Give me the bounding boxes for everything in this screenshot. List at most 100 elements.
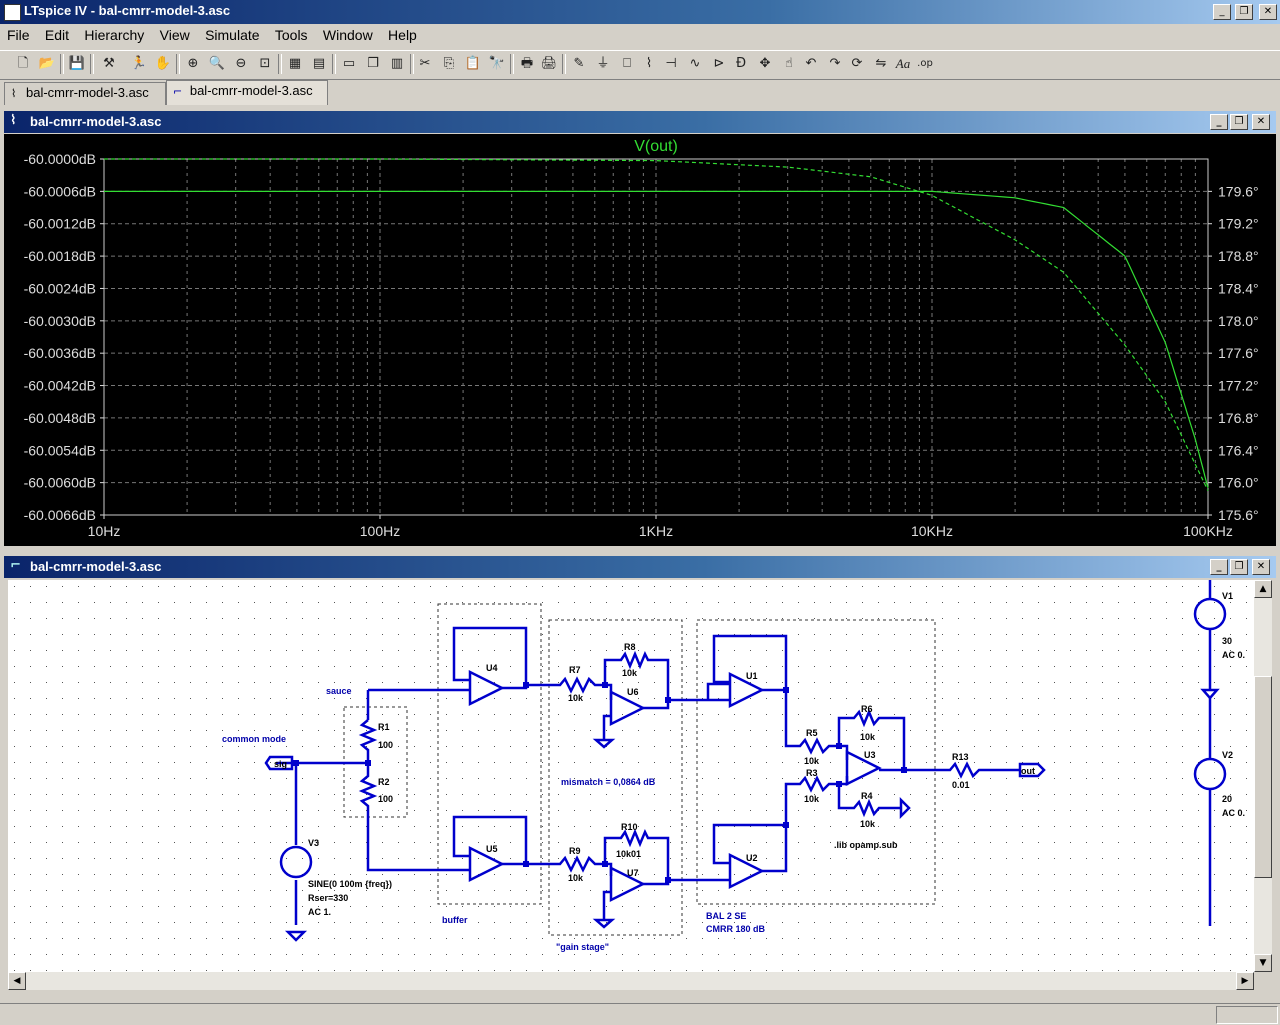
value-r3: 10k bbox=[804, 794, 820, 804]
schematic-horizontal-scrollbar[interactable]: ◀ ▶ bbox=[8, 972, 1254, 990]
wire-icon[interactable]: ✎ bbox=[573, 56, 585, 71]
schematic-restore-button[interactable]: ❐ bbox=[1230, 559, 1248, 575]
menu-file[interactable]: File bbox=[7, 27, 30, 43]
waveform-icon: ⌇ bbox=[10, 113, 17, 128]
drag-icon[interactable]: ☝ bbox=[785, 56, 793, 71]
scroll-right-button[interactable]: ▶ bbox=[1236, 972, 1254, 990]
schematic-icon: ⌐ bbox=[173, 85, 183, 98]
menu-edit[interactable]: Edit bbox=[44, 27, 70, 43]
tab-schematic[interactable]: ⌐ bal-cmrr-model-3.asc bbox=[166, 80, 328, 105]
plot-close-button[interactable]: ✕ bbox=[1252, 114, 1270, 130]
y-right-tick-label: 176.8° bbox=[1218, 410, 1259, 426]
zoom-in-icon[interactable]: ⊕ bbox=[187, 56, 199, 71]
schematic-vertical-scrollbar[interactable]: ▲ ▼ bbox=[1254, 580, 1272, 972]
status-panel bbox=[1216, 1006, 1278, 1024]
refdes-r5: R5 bbox=[806, 728, 818, 738]
inductor-icon[interactable]: ∿ bbox=[689, 56, 701, 71]
zoom-out-icon[interactable]: ⊖ bbox=[235, 56, 247, 71]
value-r5: 10k bbox=[804, 756, 820, 766]
move-icon[interactable]: ✥ bbox=[759, 56, 771, 71]
status-bar bbox=[0, 1003, 1280, 1025]
rotate-icon[interactable]: ⟳ bbox=[851, 56, 863, 71]
paste-icon[interactable]: 📋 bbox=[464, 56, 482, 71]
text-icon[interactable]: Aa bbox=[895, 56, 911, 71]
save-icon[interactable]: 💾 bbox=[68, 56, 86, 71]
plot-minimize-button[interactable]: _ bbox=[1210, 114, 1228, 130]
control-panel-icon[interactable]: ⚒ bbox=[103, 56, 115, 71]
tile-vertical-icon[interactable]: ▥ bbox=[390, 56, 404, 71]
schematic-window-title: bal-cmrr-model-3.asc bbox=[30, 559, 162, 574]
value-r4: 10k bbox=[860, 819, 876, 829]
zoom-fit-icon[interactable]: ⊡ bbox=[259, 56, 271, 71]
menu-bar: File Edit Hierarchy View Simulate Tools … bbox=[0, 24, 1280, 46]
diode-icon[interactable]: ⊳ bbox=[713, 56, 725, 71]
tile-horizontal-icon[interactable]: ▭ bbox=[342, 56, 356, 71]
cascade-icon[interactable]: ❐ bbox=[367, 56, 379, 71]
label-gain-stage: "gain stage" bbox=[556, 942, 609, 952]
grid-icon[interactable]: ▤ bbox=[312, 56, 326, 71]
window-title: LTspice IV - bal-cmrr-model-3.asc bbox=[24, 3, 231, 18]
autorange-icon[interactable]: ▦ bbox=[288, 56, 302, 71]
y-left-tick-label: -60.0054dB bbox=[24, 442, 96, 458]
label-net-icon[interactable]: ⎕ bbox=[623, 56, 631, 71]
menu-hierarchy[interactable]: Hierarchy bbox=[84, 27, 145, 43]
value-r13: 0.01 bbox=[952, 780, 970, 790]
scroll-up-button[interactable]: ▲ bbox=[1254, 580, 1272, 598]
scroll-down-button[interactable]: ▼ bbox=[1254, 954, 1272, 972]
port-out[interactable]: out bbox=[1021, 766, 1035, 776]
port-sig[interactable]: sig bbox=[274, 759, 287, 769]
refdes-u2: U2 bbox=[746, 853, 758, 863]
trace-label-vout: V(out) bbox=[634, 138, 678, 155]
mirror-icon[interactable]: ⇋ bbox=[875, 56, 887, 71]
magnitude-trace bbox=[104, 190, 1209, 489]
plot-restore-button[interactable]: ❐ bbox=[1230, 114, 1248, 130]
halt-icon[interactable]: ✋ bbox=[154, 56, 172, 71]
y-left-tick-label: -60.0000dB bbox=[24, 151, 96, 167]
minimize-button[interactable]: _ bbox=[1213, 4, 1231, 20]
ac-v3: AC 1. bbox=[308, 907, 331, 917]
capacitor-icon[interactable]: ⊣ bbox=[665, 56, 677, 71]
resistor-icon[interactable]: ⌇ bbox=[645, 56, 653, 71]
menu-window[interactable]: Window bbox=[322, 27, 373, 43]
value-r10: 10k01 bbox=[616, 849, 641, 859]
print-icon[interactable]: 🖨 bbox=[540, 56, 558, 71]
schematic-canvas[interactable]: sauce common mode sig out buffer "gain s… bbox=[8, 580, 1254, 972]
menu-simulate[interactable]: Simulate bbox=[205, 27, 260, 43]
component-icon[interactable]: Ð bbox=[735, 56, 747, 71]
y-left-tick-label: -60.0030dB bbox=[24, 313, 96, 329]
refdes-r4: R4 bbox=[861, 791, 873, 801]
spice-directive-icon[interactable]: .op bbox=[917, 58, 933, 69]
open-icon[interactable]: 📂 bbox=[38, 56, 56, 71]
y-right-tick-label: 176.0° bbox=[1218, 475, 1259, 491]
vertical-scroll-thumb[interactable] bbox=[1254, 676, 1272, 878]
plot-area[interactable]: -60.0000dB-60.0006dB-60.0012dB-60.0018dB… bbox=[4, 134, 1276, 546]
schematic-drawing[interactable]: sauce common mode sig out buffer "gain s… bbox=[8, 580, 1254, 972]
menu-tools[interactable]: Tools bbox=[274, 27, 308, 43]
schematic-window-titlebar: ⌐ bal-cmrr-model-3.asc _ ❐ ✕ bbox=[4, 556, 1276, 578]
new-schematic-icon[interactable]: 🗋 bbox=[17, 56, 29, 71]
rser-v3: Rser=330 bbox=[308, 893, 348, 903]
run-icon[interactable]: 🏃 bbox=[130, 56, 148, 71]
bode-plot[interactable]: -60.0000dB-60.0006dB-60.0012dB-60.0018dB… bbox=[4, 134, 1276, 546]
cut-icon[interactable]: ✂ bbox=[419, 56, 431, 71]
close-button[interactable]: ✕ bbox=[1259, 4, 1277, 20]
copy-icon[interactable]: ⎘ bbox=[443, 56, 455, 71]
redo-icon[interactable]: ↷ bbox=[829, 56, 841, 71]
ground-icon[interactable]: ⏚ bbox=[596, 56, 610, 71]
y-left-tick-label: -60.0012dB bbox=[24, 216, 96, 232]
refdes-u4: U4 bbox=[486, 663, 498, 673]
zoom-pan-icon[interactable]: 🔍 bbox=[208, 56, 226, 71]
refdes-u7: U7 bbox=[627, 868, 639, 878]
restore-button[interactable]: ❐ bbox=[1235, 4, 1253, 20]
undo-icon[interactable]: ↶ bbox=[805, 56, 817, 71]
directive-lib[interactable]: .lib opamp.sub bbox=[834, 840, 898, 850]
schematic-minimize-button[interactable]: _ bbox=[1210, 559, 1228, 575]
menu-view[interactable]: View bbox=[159, 27, 190, 43]
schematic-close-button[interactable]: ✕ bbox=[1252, 559, 1270, 575]
find-icon[interactable]: 🔭 bbox=[488, 56, 506, 71]
value-v3: SINE(0 100m {freq}) bbox=[308, 879, 392, 889]
tab-waveform[interactable]: ⌇ bal-cmrr-model-3.asc bbox=[4, 82, 166, 105]
scroll-left-button[interactable]: ◀ bbox=[8, 972, 26, 990]
print-preview-icon[interactable]: 🖶 bbox=[520, 56, 534, 71]
menu-help[interactable]: Help bbox=[388, 27, 417, 43]
